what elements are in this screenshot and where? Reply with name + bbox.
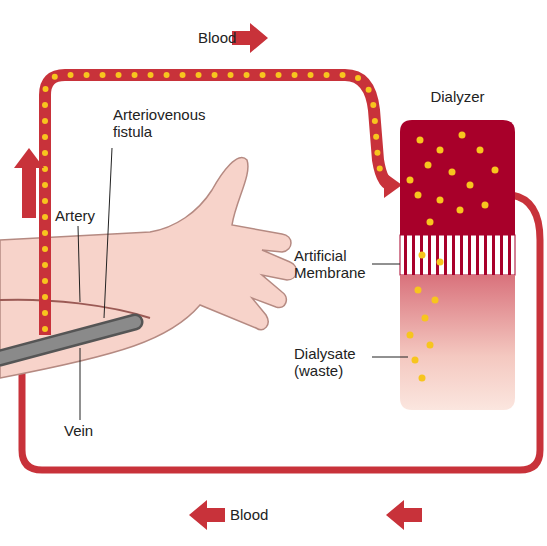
blood-dot	[42, 310, 48, 316]
blood-dot	[180, 72, 186, 78]
blood-dot	[377, 166, 383, 172]
blood-dot	[43, 86, 49, 92]
blood-dot	[340, 72, 346, 78]
blood-dot	[212, 72, 218, 78]
flow-arrow	[189, 500, 225, 530]
blood-dot	[42, 182, 48, 188]
flow-label: Blood	[230, 506, 268, 523]
blood-dot	[373, 134, 379, 140]
blood-dot	[132, 72, 138, 78]
part-label: Vein	[64, 422, 93, 439]
part-label: Dialysate (waste)	[294, 345, 372, 379]
blood-dot	[68, 72, 74, 78]
vein-tube	[0, 322, 135, 358]
blood-dot	[52, 74, 58, 80]
blood-dot	[276, 72, 282, 78]
blood-dot	[42, 102, 48, 108]
pore	[428, 235, 431, 275]
tube-arrowhead	[384, 172, 402, 198]
blood-dot	[42, 118, 48, 124]
pore	[436, 235, 439, 275]
pore	[452, 235, 455, 275]
blood-dot	[42, 278, 48, 284]
vein-tube-fill	[0, 322, 135, 358]
blood-dot	[228, 72, 234, 78]
pore	[404, 235, 407, 275]
blood-dot	[324, 72, 330, 78]
blood-dot	[292, 72, 298, 78]
blood-dot	[42, 246, 48, 252]
flow-arrow	[232, 23, 268, 53]
dialyzer: Dialyzer	[400, 88, 515, 410]
blood-dot	[374, 150, 380, 156]
membrane	[400, 235, 515, 275]
blood-dot	[42, 134, 48, 140]
node-heading: Dialyzer	[400, 88, 515, 105]
part-label: Artery	[55, 207, 95, 224]
blood-dot	[164, 72, 170, 78]
waste-dots	[407, 132, 499, 382]
pore	[492, 235, 495, 275]
blood-dot	[42, 214, 48, 220]
pore	[476, 235, 479, 275]
part-label: Artificial Membrane	[294, 247, 372, 281]
blood-dots	[42, 72, 383, 332]
blood-dot	[100, 72, 106, 78]
blood-dot	[148, 72, 154, 78]
blood-dot	[42, 198, 48, 204]
pore	[468, 235, 471, 275]
blood-dot	[370, 102, 376, 108]
dialysate-chamber	[400, 275, 515, 410]
blood-dot	[42, 150, 48, 156]
blood-dot	[355, 75, 361, 81]
dialyzer-blood-chamber	[400, 120, 515, 235]
blood-dot	[372, 118, 378, 124]
blood-dot	[366, 87, 372, 93]
blood-dot	[84, 72, 90, 78]
flow-arrow	[14, 148, 44, 218]
blood-tube	[45, 75, 392, 335]
flow-label: Blood	[198, 29, 236, 46]
blood-dot	[42, 326, 48, 332]
pore	[444, 235, 447, 275]
blood-dot	[260, 72, 266, 78]
pore	[508, 235, 511, 275]
blood-dot	[244, 72, 250, 78]
pore	[500, 235, 503, 275]
membrane-pores	[404, 235, 511, 275]
blood-dot	[42, 262, 48, 268]
blood-dot	[308, 72, 314, 78]
blood-dot	[116, 72, 122, 78]
pore	[484, 235, 487, 275]
part-label: Arteriovenous fistula	[113, 106, 193, 140]
pore	[412, 235, 415, 275]
blood-dot	[196, 72, 202, 78]
pore	[460, 235, 463, 275]
flow-arrow	[386, 500, 422, 530]
leader-lines	[78, 148, 408, 420]
blood-dot	[42, 230, 48, 236]
blood-dot	[42, 294, 48, 300]
